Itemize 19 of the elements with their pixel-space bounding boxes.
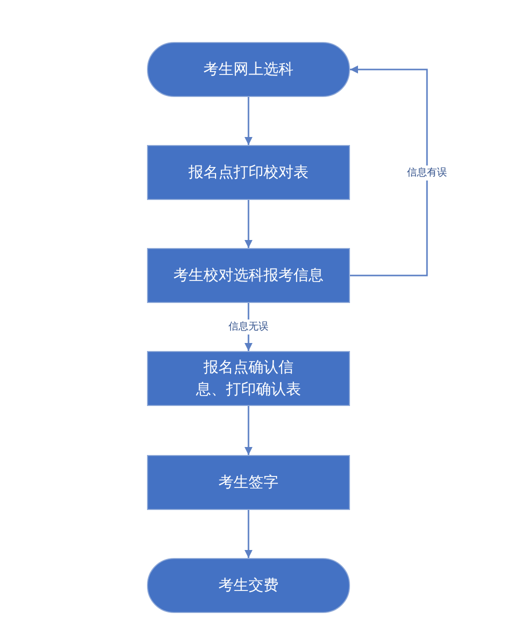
process-box: [147, 455, 350, 510]
step-text: 考生签字: [218, 472, 278, 493]
terminal-box: [147, 558, 350, 613]
edge-label: 信息无误: [226, 320, 270, 334]
step-text: 考生交费: [218, 574, 278, 596]
arrow: [244, 510, 252, 558]
edge-label: 信息有误: [405, 165, 449, 180]
process-box: [147, 351, 350, 406]
arrow: [350, 66, 428, 276]
arrow: [244, 97, 252, 145]
arrow: [244, 200, 252, 248]
process-box: [147, 145, 350, 200]
arrow: [244, 406, 252, 455]
terminal-box: [147, 42, 350, 97]
step-text: 考生网上选科: [204, 58, 294, 80]
step-text: 报名点打印校对表: [188, 162, 308, 183]
step-text: 报名点确认信息、打印确认表: [195, 356, 302, 400]
step-text: 考生校对选科报考信息: [174, 264, 324, 286]
process-box: [147, 248, 350, 303]
